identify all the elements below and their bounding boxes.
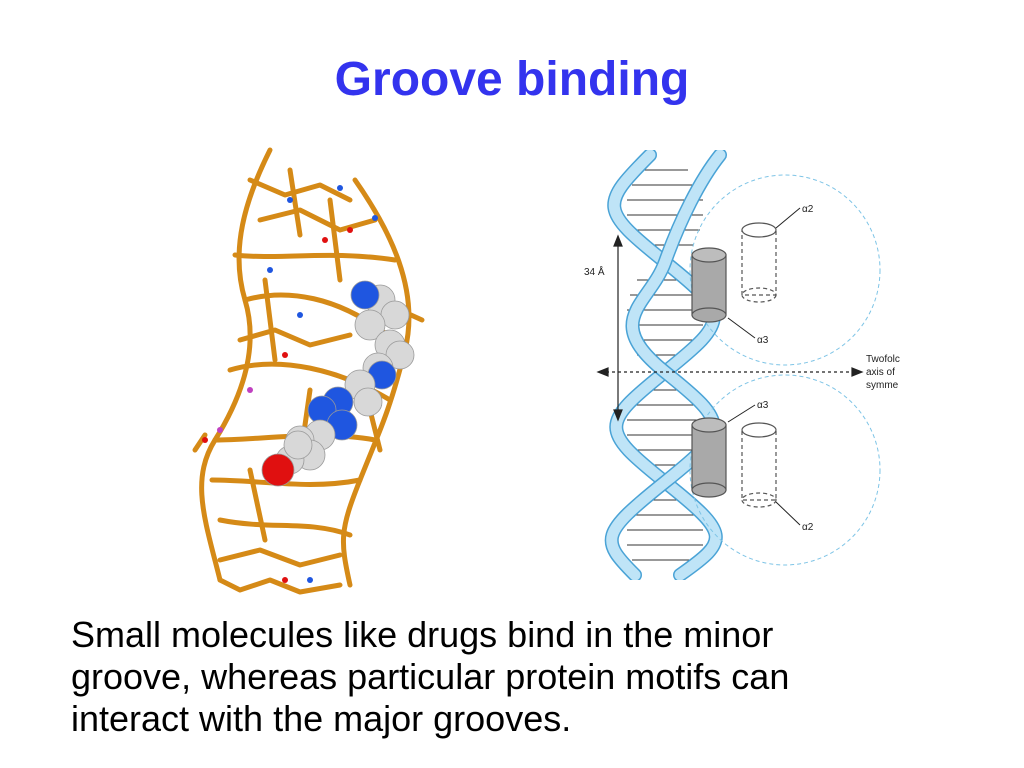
protein-dna-diagram: 34 Å α2 α3 α3 α2 Twofolc axis of symme [584, 150, 900, 580]
axis-label-line-3: symme [866, 380, 899, 391]
axis-label-line-1: Twofolc [866, 354, 900, 365]
body-line-3: interact with the major grooves. [71, 698, 572, 739]
helix-label-alpha3-bottom: α3 [757, 400, 769, 411]
dna-drug-molecule-image [192, 147, 425, 595]
axis-label-line-2: axis of [866, 367, 895, 378]
helix-strands [604, 150, 727, 580]
helix-label-alpha2-bottom: α2 [802, 522, 814, 533]
body-paragraph: Small molecules like drugs bind in the m… [71, 614, 971, 740]
protein-helix-cylinders [691, 222, 777, 508]
helix-label-alpha3-top: α3 [757, 335, 769, 346]
slide-title: Groove binding [334, 53, 690, 106]
binding-circles [689, 174, 881, 566]
body-line-1: Small molecules like drugs bind in the m… [71, 614, 774, 655]
length-label: 34 Å [584, 265, 605, 278]
twofold-axis-arrow [596, 367, 864, 377]
helix-label-alpha2-top: α2 [802, 204, 814, 215]
dna-heteroatoms [202, 185, 378, 583]
drug-molecule-spacefill [261, 280, 415, 487]
label-pointers [727, 207, 801, 526]
length-arrow [613, 234, 623, 422]
body-line-2: groove, whereas particular protein motif… [71, 656, 790, 697]
